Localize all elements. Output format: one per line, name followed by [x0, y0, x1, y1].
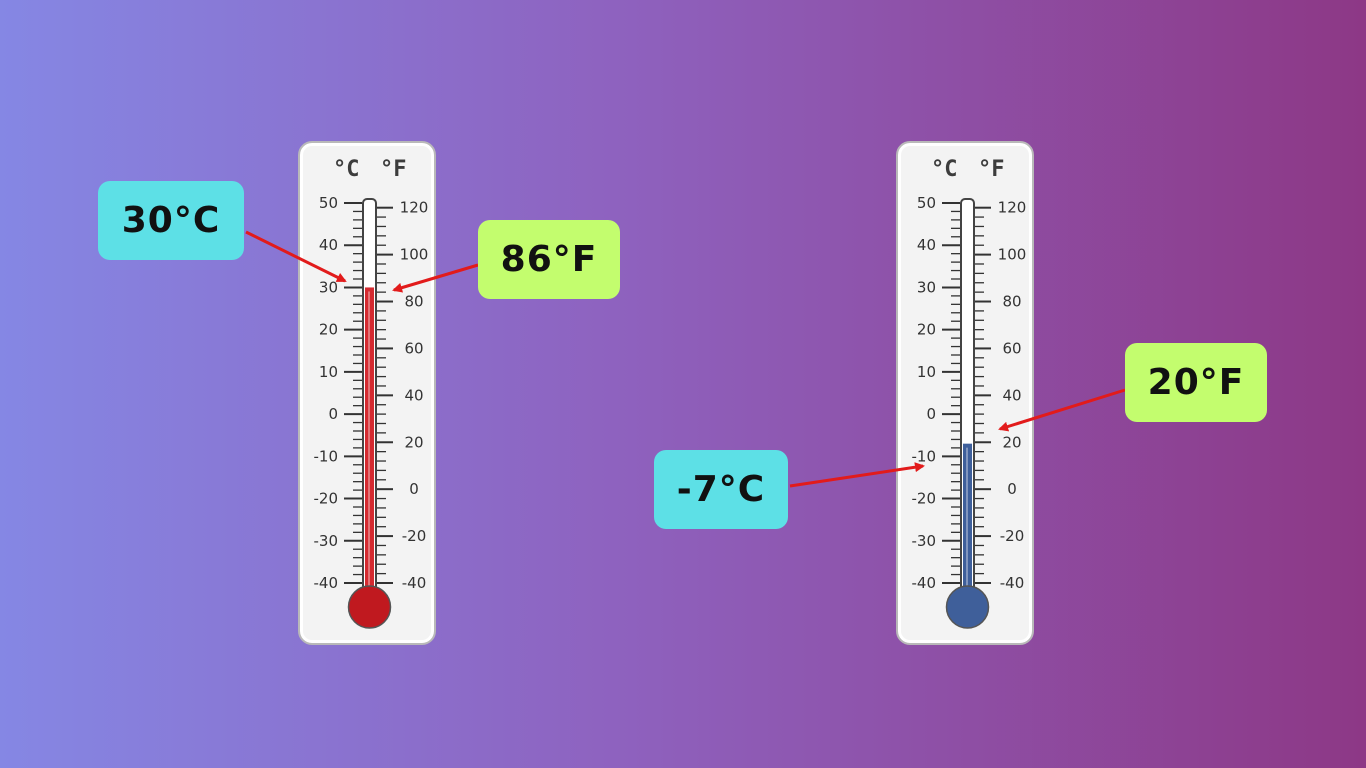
celsius-tick-label: 10: [917, 363, 936, 381]
mercury-highlight: [966, 447, 968, 587]
fahrenheit-reading-cold: 20°F: [1125, 343, 1267, 422]
celsius-tick-label: 0: [328, 405, 338, 423]
celsius-tick-label: 10: [319, 363, 338, 381]
fahrenheit-tick-label: 100: [400, 246, 429, 264]
celsius-tick-label: 30: [917, 278, 936, 296]
fahrenheit-tick-label: 40: [1002, 386, 1021, 404]
celsius-tick-label: 30: [319, 278, 338, 296]
celsius-tick-label: -20: [912, 490, 937, 508]
fahrenheit-unit-label: °F: [978, 157, 1005, 182]
fahrenheit-tick-label: -40: [1000, 574, 1025, 592]
celsius-tick-label: 40: [319, 236, 338, 254]
fahrenheit-tick-label: 100: [998, 246, 1027, 264]
fahrenheit-tick-label: -20: [402, 527, 427, 545]
celsius-tick-label: -30: [912, 532, 937, 550]
celsius-tick-label: -40: [912, 574, 937, 592]
fahrenheit-tick-label: 20: [1002, 433, 1021, 451]
fahrenheit-tick-label: 120: [998, 199, 1027, 217]
fahrenheit-unit-label: °F: [380, 157, 407, 182]
fahrenheit-reading-hot: 86°F: [478, 220, 620, 299]
celsius-reading-cold: -7°C: [654, 450, 788, 529]
celsius-tick-label: -30: [314, 532, 339, 550]
fahrenheit-tick-label: 20: [404, 433, 423, 451]
fahrenheit-tick-label: -20: [1000, 527, 1025, 545]
celsius-reading-hot: 30°C: [98, 181, 244, 260]
thermometer-cold-scale: 50403020100-10-20-30-40120100806040200-2…: [912, 194, 1027, 629]
fahrenheit-tick-label: 0: [409, 480, 419, 498]
fahrenheit-tick-label: 60: [404, 339, 423, 357]
fahrenheit-tick-label: 60: [1002, 339, 1021, 357]
fahrenheit-tick-label: 40: [404, 386, 423, 404]
mercury-highlight: [368, 291, 370, 587]
celsius-tick-label: 0: [926, 405, 936, 423]
fahrenheit-tick-label: -40: [402, 574, 427, 592]
fahrenheit-tick-label: 80: [1002, 293, 1021, 311]
celsius-tick-label: 20: [319, 321, 338, 339]
celsius-unit-label: °C: [931, 157, 958, 182]
celsius-tick-label: 20: [917, 321, 936, 339]
celsius-tick-label: -10: [314, 447, 339, 465]
mercury-column: [963, 443, 972, 598]
celsius-tick-label: -40: [314, 574, 339, 592]
celsius-tick-label: 50: [917, 194, 936, 212]
celsius-tick-label: -10: [912, 447, 937, 465]
thermometer-hot-scale: 50403020100-10-20-30-40120100806040200-2…: [314, 194, 429, 629]
celsius-tick-label: -20: [314, 490, 339, 508]
thermometer-bulb: [347, 585, 392, 629]
fahrenheit-tick-label: 80: [404, 293, 423, 311]
celsius-tick-label: 50: [319, 194, 338, 212]
fahrenheit-tick-label: 0: [1007, 480, 1017, 498]
celsius-unit-label: °C: [333, 157, 360, 182]
thermometer-bulb: [945, 585, 990, 629]
celsius-tick-label: 40: [917, 236, 936, 254]
fahrenheit-tick-label: 120: [400, 199, 429, 217]
mercury-column: [365, 287, 374, 598]
